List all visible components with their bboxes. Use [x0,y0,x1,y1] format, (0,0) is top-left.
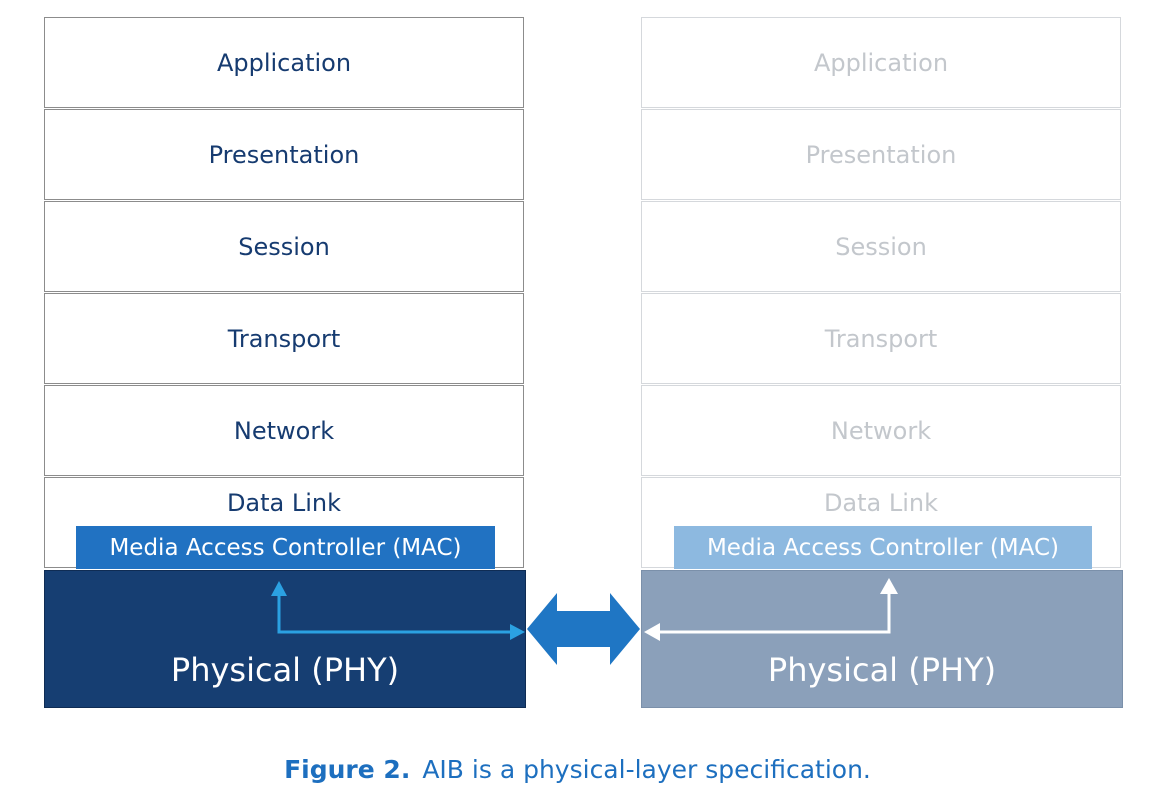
right-layer-data-link-label: Data Link [823,489,939,517]
figure-caption-text: AIB is a physical-layer specification. [422,755,871,784]
left-layer-network: Network [44,385,524,476]
left-layer-presentation: Presentation [44,109,524,200]
right-mac-phy-arrow [644,578,898,641]
left-layer-session-label: Session [238,232,330,261]
left-phy-label: Physical (PHY) [170,651,400,689]
right-layer-presentation: Presentation [641,109,1121,200]
left-layer-presentation-label: Presentation [208,140,360,169]
left-layer-application-label: Application [216,48,352,77]
left-layer-application: Application [44,17,524,108]
right-mac-box: Media Access Controller (MAC) [674,526,1092,569]
right-layer-network: Network [641,385,1121,476]
right-layer-application: Application [641,17,1121,108]
left-layer-session: Session [44,201,524,292]
right-layer-transport: Transport [641,293,1121,384]
right-layer-session-label: Session [835,232,927,261]
right-layer-presentation-label: Presentation [805,140,957,169]
left-mac-label: Media Access Controller (MAC) [109,534,462,561]
left-mac-box: Media Access Controller (MAC) [76,526,495,569]
right-mac-label: Media Access Controller (MAC) [706,534,1060,561]
left-layer-data-link-label: Data Link [226,489,342,517]
right-layer-session: Session [641,201,1121,292]
right-phy-label: Physical (PHY) [767,651,997,689]
right-layer-network-label: Network [830,416,932,445]
left-layer-network-label: Network [233,416,335,445]
left-mac-phy-arrow [271,581,525,640]
right-layer-transport-label: Transport [824,324,938,353]
right-layer-application-label: Application [813,48,949,77]
double-headed-link-arrow [527,593,640,665]
figure-number: Figure 2. [284,755,411,784]
left-layer-transport-label: Transport [227,324,341,353]
figure-caption: Figure 2. AIB is a physical-layer specifi… [0,755,1155,784]
left-layer-transport: Transport [44,293,524,384]
